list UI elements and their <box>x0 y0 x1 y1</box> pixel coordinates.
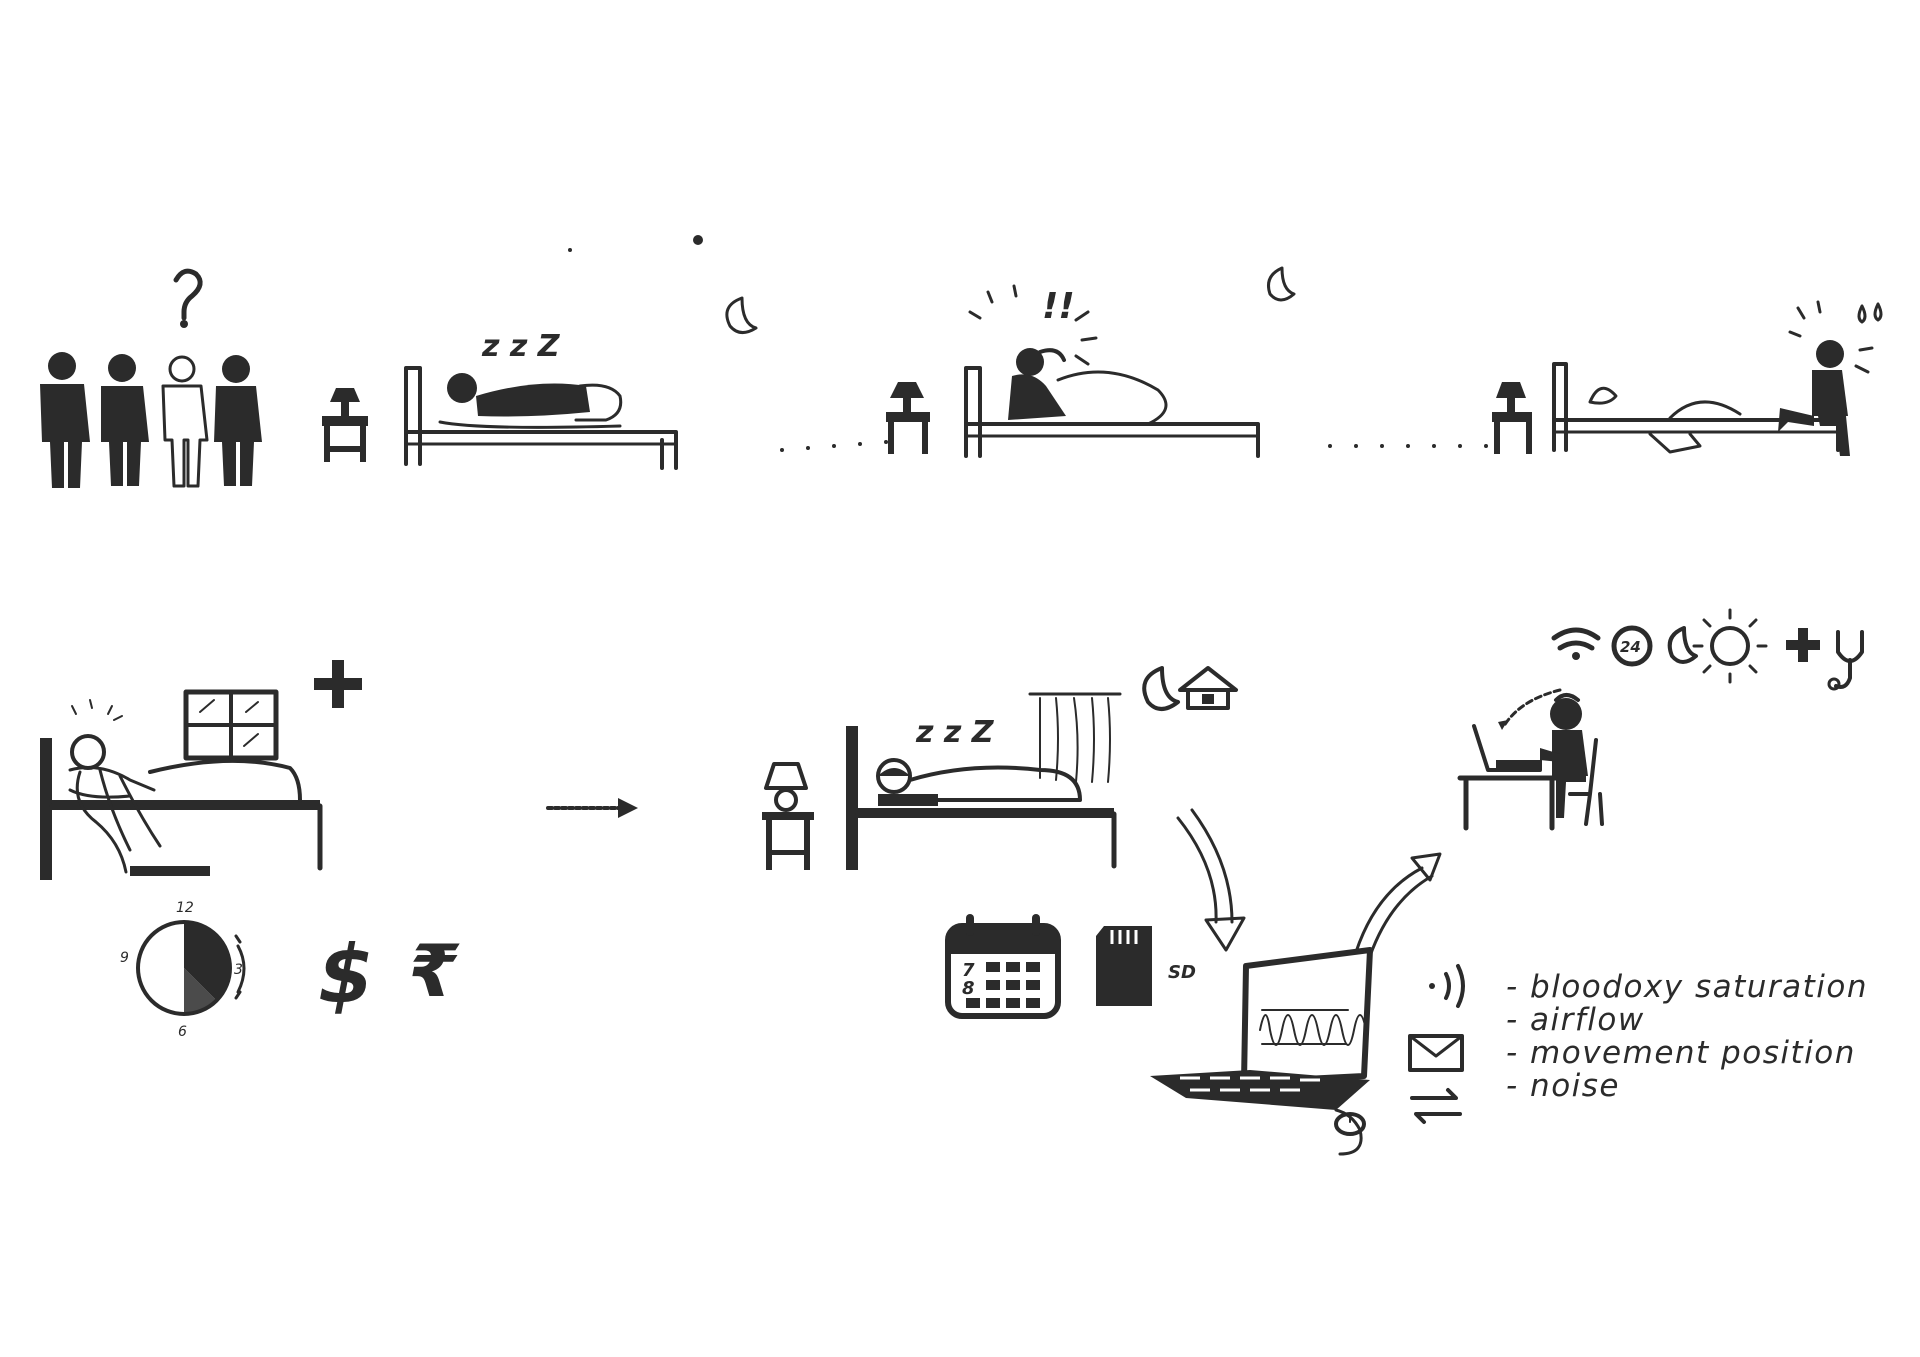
sensor-item: - noise <box>1506 1068 1620 1104</box>
zzz-text: z z Z <box>915 715 995 750</box>
hospital-cross-icon <box>314 660 362 708</box>
moon-icon <box>1267 266 1296 302</box>
bed-icon: !! <box>964 284 1260 458</box>
flow-arrow-up <box>1354 852 1442 958</box>
clock-label-9: 9 <box>120 950 129 966</box>
bedside-lamp-icon <box>1492 382 1532 454</box>
group-of-people-icon <box>40 268 262 488</box>
star-dot <box>568 248 572 252</box>
sensor-item: - airflow <box>1506 1002 1645 1038</box>
moon-icon <box>1142 666 1180 711</box>
mouse-icon <box>1334 1112 1366 1136</box>
house-icon <box>1178 666 1238 710</box>
flow-arrow-down <box>1176 808 1246 952</box>
sun-icon <box>1692 608 1768 684</box>
laptop-icon <box>1150 947 1373 1156</box>
clock-label-12: 12 <box>176 900 194 916</box>
sensor-list: - bloodoxy saturation - airflow - moveme… <box>1506 969 1868 1104</box>
dotted-transition <box>1328 444 1488 448</box>
calendar-grid <box>966 962 1040 1008</box>
person-4 <box>214 355 262 486</box>
clock-label-6: 6 <box>178 1024 187 1040</box>
question-mark-icon <box>173 268 203 328</box>
calendar-number: 7 <box>962 960 975 981</box>
hours-24-icon: 24 <box>1611 625 1653 667</box>
bed-icon: z z Z <box>846 692 1122 870</box>
sd-card-icon: SD <box>1096 926 1196 1006</box>
alarm-exclamation: !! <box>1042 286 1075 327</box>
wired-patient <box>68 734 210 876</box>
transition-arrow <box>546 798 638 818</box>
hospital-cross-icon <box>1786 628 1820 662</box>
star-dot <box>693 235 703 245</box>
status-icons-row: 24 <box>1551 608 1864 691</box>
calendar-number: 8 <box>962 978 975 999</box>
laptop-icon <box>1472 724 1542 772</box>
sensor-item: - movement position <box>1506 1035 1856 1071</box>
curtain <box>1028 692 1122 783</box>
laptop-keyboard <box>1180 1076 1320 1092</box>
sitting-person <box>1778 340 1850 456</box>
sleeping-person <box>438 373 623 429</box>
bed-icon: z z Z <box>404 329 678 470</box>
bedside-lamp-icon <box>322 388 368 462</box>
zzz-text: z z Z <box>481 329 561 364</box>
alarm-lines <box>968 284 1098 366</box>
bedside-lamp-icon <box>762 762 814 870</box>
moon-icon <box>725 296 758 334</box>
calendar-icon: 7 8 <box>945 914 1061 1019</box>
mail-icon <box>1408 1034 1464 1072</box>
sleeping-person-home <box>876 758 1082 806</box>
stethoscope-icon <box>1827 630 1864 691</box>
sd-label: SD <box>1168 962 1196 983</box>
dollar-icon: $ <box>318 928 374 1021</box>
clock-label-3: 3 <box>234 962 243 978</box>
window <box>183 689 279 761</box>
dotted-transition <box>780 440 888 452</box>
person-outlined <box>161 355 209 488</box>
sweat-drops <box>1788 300 1883 374</box>
person-2 <box>101 354 149 486</box>
person-1 <box>40 352 90 488</box>
hours-24-label: 24 <box>1620 638 1641 656</box>
sensor-item: - bloodoxy saturation <box>1506 969 1868 1005</box>
wifi-icon <box>1551 627 1601 660</box>
rupee-icon: ₹ <box>408 929 460 1013</box>
moon-icon <box>1667 626 1698 664</box>
hospital-bed-scene <box>40 689 323 880</box>
laptop-screen-waveform <box>1259 1009 1367 1046</box>
info-arrow <box>1498 688 1562 730</box>
clock-icon: 12 3 6 9 <box>120 900 246 1040</box>
desk-scene <box>1457 693 1604 831</box>
doctor-person <box>1540 693 1604 826</box>
wireless-icon <box>1429 964 1465 1008</box>
transfer-arrows-icon <box>1410 1088 1462 1124</box>
bedside-lamp-icon <box>886 382 930 454</box>
bed-icon <box>1552 300 1883 456</box>
startled-person <box>1008 348 1168 426</box>
